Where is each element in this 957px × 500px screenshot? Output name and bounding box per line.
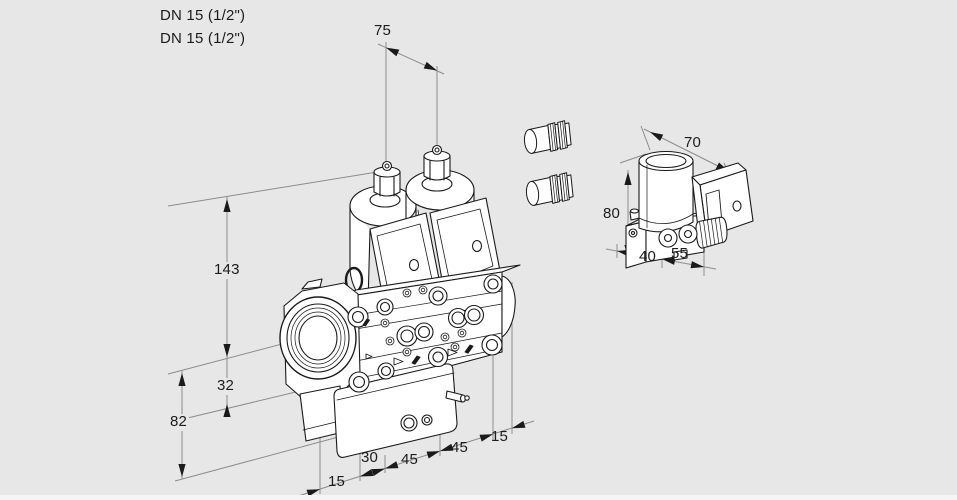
- left-adjustment-cap: [373, 160, 401, 197]
- page-bottom-strip: [0, 495, 957, 500]
- dim-label-82: 82: [168, 413, 190, 431]
- dim-label-30: 30: [361, 449, 379, 466]
- dim-label-70: 70: [684, 134, 702, 151]
- sealing-plug-top: [523, 120, 572, 154]
- port-size-label-1: DN 15 (1/2"): [160, 7, 246, 24]
- left-actuator-cylinder: [349, 185, 417, 305]
- right-front-panel: [429, 197, 501, 292]
- flow-direction-marks: [362, 318, 474, 366]
- dim-label-55: 55: [671, 245, 689, 262]
- side-valve-ports: [658, 224, 698, 248]
- right-adjustment-cap: [423, 144, 451, 181]
- dim-label-80: 80: [601, 205, 623, 223]
- inlet-flange: [279, 278, 361, 407]
- main-valve-isometric: [279, 144, 521, 458]
- knurled-knob: [695, 216, 728, 249]
- dim-label-75: 75: [374, 22, 392, 39]
- sealing-plug-bottom: [525, 172, 574, 206]
- dim-label-15-left: 15: [328, 473, 346, 490]
- right-outlet-bulge: [501, 275, 516, 338]
- solenoid-coil: [638, 150, 694, 233]
- dim-label-32: 32: [215, 377, 237, 395]
- dim-label-15-right: 15: [491, 428, 509, 445]
- sealing-plugs: [523, 120, 574, 206]
- dim-label-143: 143: [212, 261, 242, 279]
- port-size-label-2: DN 15 (1/2"): [160, 30, 246, 47]
- body-bolts-and-ports: [347, 274, 503, 393]
- dim-label-40: 40: [639, 248, 657, 265]
- dim-label-45-a: 45: [401, 451, 419, 468]
- dim-label-45-b: 45: [451, 439, 469, 456]
- test-nipple: [445, 390, 470, 403]
- side-view-solenoid-valve: [625, 150, 754, 269]
